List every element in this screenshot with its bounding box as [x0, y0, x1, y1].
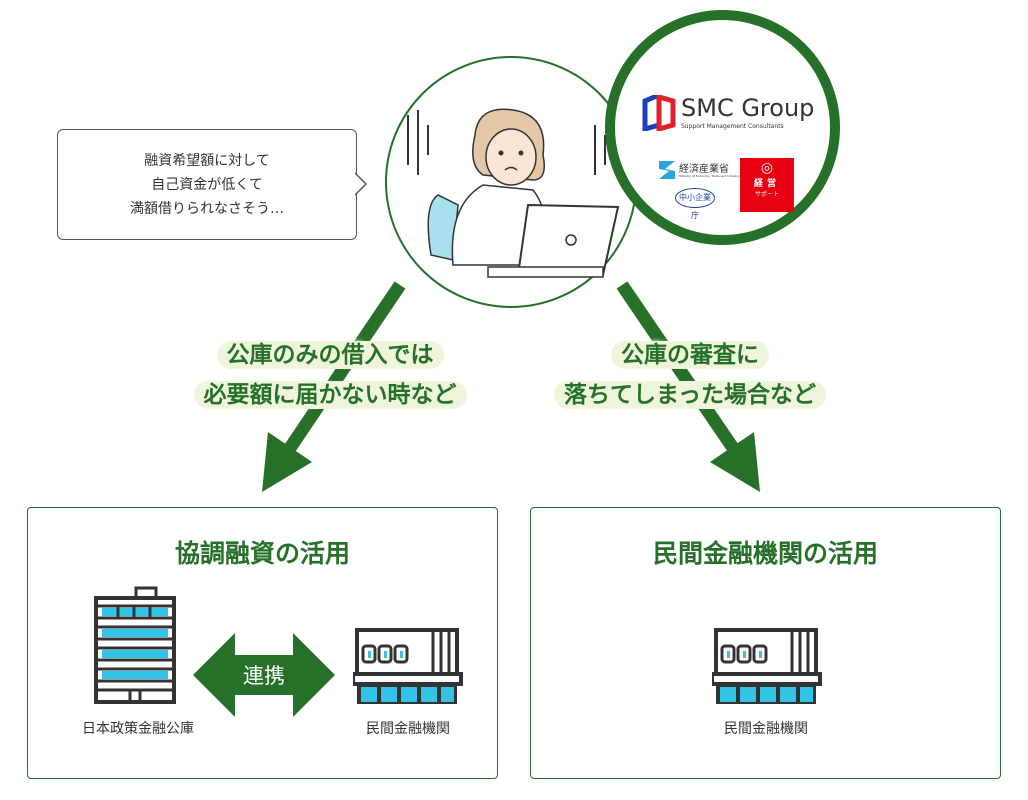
arrow-label-right: 公庫の審査に 落ちてしまった場合など: [540, 335, 840, 415]
box-title: 協調融資の活用: [174, 539, 350, 568]
label-line: 公庫のみの借入では: [216, 341, 444, 369]
speech-line: 自己資金が低くて: [151, 176, 263, 193]
speech-line: 満額借りられなさそう…: [130, 200, 284, 217]
worried-person-illustration: [385, 56, 637, 308]
sme-agency-logo: 中小企業庁: [675, 188, 715, 220]
keiei-support-logo: ◎ 経営 サポート: [740, 158, 794, 212]
link-label: 連携: [243, 664, 285, 688]
partner-logos-circle: SMC Group Support Management Consultants…: [605, 10, 840, 245]
label-line: 落ちてしまった場合など: [553, 381, 827, 409]
double-arrow-icon: [193, 633, 335, 717]
speech-line: 融資希望額に対して: [144, 152, 270, 169]
box-title: 民間金融機関の活用: [652, 539, 878, 568]
label-line: 公庫の審査に: [611, 341, 769, 369]
office-building-icon: [94, 586, 176, 704]
meti-logo-subtitle: Ministry of Economy, Trade and Industry: [679, 174, 740, 178]
cofinancing-box: 協調融資の活用 日本政策金融公庫 連携 民間金融機関: [27, 507, 498, 779]
smc-logo-subtitle: Support Management Consultants: [681, 123, 784, 130]
smc-logo-text: SMC Group: [681, 94, 815, 122]
private-bank-box: 民間金融機関の活用 民間金融機関: [530, 507, 1001, 779]
building-label: 民間金融機関: [366, 721, 450, 737]
speech-bubble: 融資希望額に対して 自己資金が低くて 満額借りられなさそう…: [57, 129, 357, 240]
building-label: 日本政策金融公庫: [82, 721, 194, 737]
keiei-spiral-icon: ◎: [760, 160, 774, 176]
bank-building-icon: [712, 628, 822, 704]
meti-logo-icon: [659, 161, 675, 179]
building-label: 民間金融機関: [724, 721, 808, 737]
speech-bubble-tail: [355, 172, 367, 196]
label-line: 必要額に届かない時など: [193, 381, 467, 409]
bank-building-icon: [353, 628, 463, 704]
smc-logo-icon: [642, 95, 676, 131]
meti-logo-text: 経済産業省: [679, 164, 729, 175]
arrow-label-left: 公庫のみの借入では 必要額に届かない時など: [180, 335, 480, 415]
